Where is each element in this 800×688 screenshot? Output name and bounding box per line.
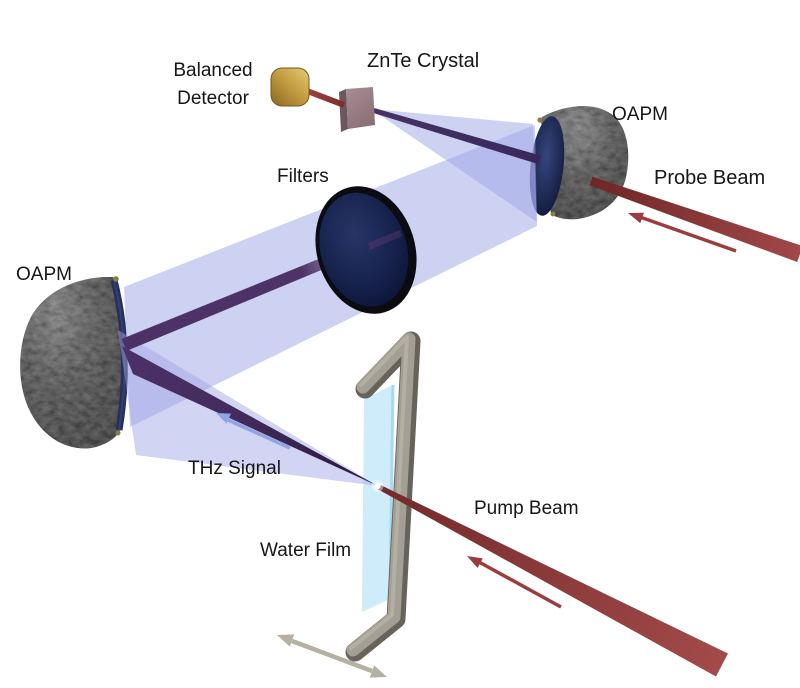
znte-crystal-front [346,87,375,129]
thz-beam-fading-in-filter [368,230,402,250]
thz-beams [121,239,378,486]
oapm-left-gold-speck-bottom [115,430,121,436]
oapm-right-gold-speck-bottom [550,211,556,217]
thz-signal-arrow [216,413,291,450]
znte-crystal-side [339,89,348,132]
film-holder-highlight [349,335,409,650]
thz-signal-label: THz Signal [188,458,281,479]
water-film [362,384,395,612]
oapm-right-gold-speck-top [537,117,543,123]
focus-spot [371,480,384,492]
translation-arrow-shaft [291,638,373,674]
balanced-detector-label-line1: Balanced [173,60,253,81]
thz-beam-oapm-to-filters [121,239,372,351]
film-holder [345,331,421,662]
translation-double-arrow [277,634,387,678]
thz-focusing-envelope-to-crystal [371,109,537,222]
pump-direction-arrowhead [467,556,483,568]
oapm-left-face-highlight [113,279,126,431]
thz-beam-oapm-to-crystal [371,107,542,165]
filter-face [319,192,409,307]
pump-beam-ray [377,484,728,677]
pump-direction-arrow-shaft [478,560,562,609]
thz-beam-film-to-oapm [122,346,378,486]
oapm-top-right-label: OAPM [612,104,668,125]
znte-crystal [339,87,375,132]
znte-crystal-label: ZnTe Crystal [367,50,480,72]
balanced-detector-label: Balanced Detector [158,57,268,113]
film-holder-front [346,332,416,657]
probe-beam-ray [589,176,800,262]
water-film-label: Water Film [260,540,352,561]
probe-beam-label: Probe Beam [654,167,766,189]
probe-beam-group [589,176,800,262]
translation-arrowhead-left [277,634,295,647]
oapm-left-label: OAPM [16,264,72,285]
thz-signal-arrow-shaft [227,418,291,450]
oapm-mirror-left [20,276,128,449]
focus-spot-core [374,482,381,490]
probe-direction-arrow-shaft [639,215,737,253]
water-film-surface [362,385,393,612]
oapm-right-face [529,116,565,216]
pump-beam-label: Pump Beam [474,498,579,519]
pump-beam-group [377,484,728,677]
thz-diverging-envelope-from-film [118,330,378,486]
oapm-left-gold-speck-top [113,276,119,282]
thz-signal-arrowhead [216,413,231,424]
filters-disc [315,186,417,314]
probe-direction-arrowhead [628,212,644,224]
balanced-detector-cube [270,67,310,107]
translation-arrowhead-right [369,665,387,678]
filters-label: Filters [277,166,329,187]
oapm-left-texture [20,276,126,449]
balanced-detector-label-line2: Detector [177,88,249,109]
